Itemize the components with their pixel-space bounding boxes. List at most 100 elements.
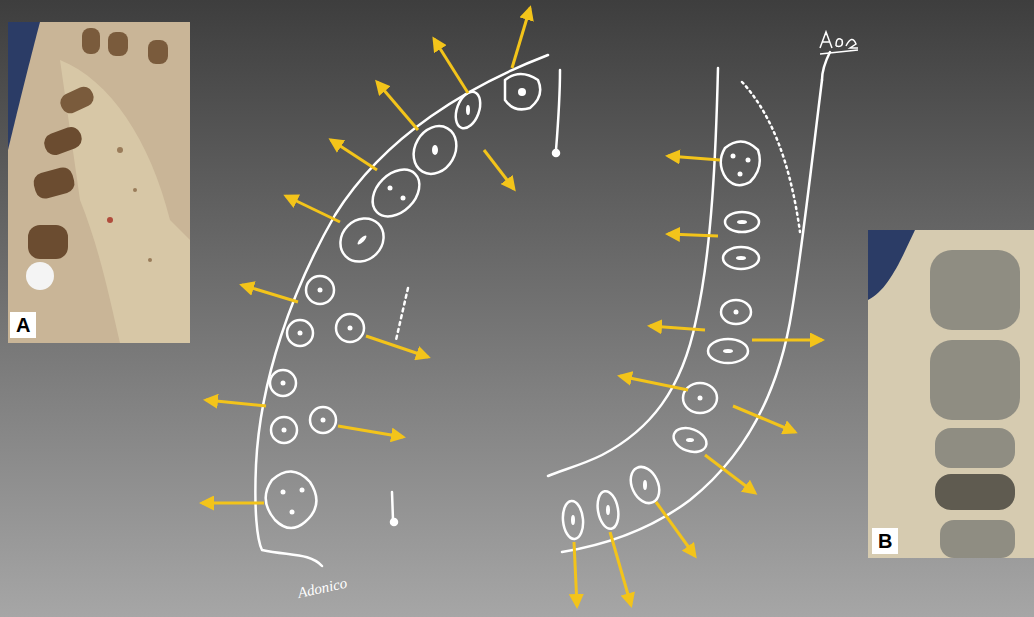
illustration-part: [401, 196, 406, 201]
illustration-part: [930, 250, 1020, 330]
illustration-part: [606, 505, 610, 515]
illustration-part: [117, 147, 123, 153]
illustration-part: [310, 407, 336, 433]
illustration-part: [338, 426, 403, 437]
illustration-part: [650, 326, 705, 330]
illustration-part: [610, 532, 631, 605]
illustration-part: [930, 340, 1020, 420]
illustration-part: [935, 428, 1015, 468]
illustration-part: [708, 339, 748, 363]
illustration-part: [202, 502, 264, 505]
illustration-part: [133, 188, 137, 192]
illustration-part: [434, 39, 468, 93]
illustration-part: [363, 160, 428, 225]
illustration-part: [731, 154, 736, 159]
illustration-part: [281, 490, 286, 495]
illustration-part: [270, 370, 296, 396]
illustration-part: [668, 156, 720, 160]
illustration-part: [286, 196, 340, 222]
illustration-part: [28, 225, 68, 259]
illustration-part: [391, 519, 397, 525]
illustration-part: [298, 331, 303, 336]
illustration-part: [290, 510, 295, 515]
illustration-part: [940, 520, 1015, 558]
upper-arch: [255, 55, 560, 566]
illustration-part: [620, 376, 688, 390]
illustration-part: [356, 234, 367, 245]
illustration-part: [721, 141, 760, 185]
illustration-part: [656, 502, 695, 556]
illustration-part: [348, 326, 353, 331]
illustration-part: [26, 262, 54, 290]
illustration-part: [738, 172, 743, 177]
illustration-part: [705, 455, 755, 493]
illustration-part: [336, 314, 364, 342]
illustration-part: [300, 488, 305, 493]
illustration-part: [571, 515, 575, 525]
illustration-part: [562, 80, 822, 552]
illustration-part: [574, 542, 577, 606]
illustration-part: [686, 438, 694, 442]
illustration-part: [742, 82, 800, 232]
illustration-part: [736, 256, 746, 260]
signature: Adonico: [296, 575, 348, 602]
illustration-part: [432, 145, 438, 155]
illustration-part: [561, 500, 584, 540]
illustration-part: [737, 220, 747, 224]
photo-mandible: [868, 230, 1034, 558]
illustration-part: [734, 310, 739, 315]
illustration-part: [271, 417, 297, 443]
illustration-part: [242, 285, 298, 302]
illustration-part: [206, 400, 266, 406]
illustration-part: [505, 74, 540, 109]
illustration-part: [321, 418, 326, 423]
illustration-part: [8, 22, 190, 343]
illustration-part: [8, 22, 190, 343]
illustration-part: [752, 339, 822, 342]
illustration-part: [377, 82, 418, 130]
illustration-part: [698, 396, 703, 401]
illustration-part: [148, 258, 152, 262]
illustration-part: [41, 124, 84, 158]
illustration-part: [484, 150, 514, 189]
illustration-part: [255, 55, 548, 566]
illustration-part: [643, 480, 647, 490]
illustration-part: [388, 186, 393, 191]
signature-scribble: [820, 32, 858, 54]
illustration-part: [723, 349, 733, 353]
force-arrows: [202, 8, 822, 606]
illustration-part: [451, 88, 485, 131]
illustration-part: [148, 40, 168, 64]
illustration-part: [332, 210, 393, 271]
illustration-part: [556, 70, 560, 150]
photo-maxilla: [8, 22, 190, 343]
illustration-part: [57, 84, 96, 116]
illustration-part: [281, 381, 286, 386]
illustration-part: [396, 288, 408, 340]
illustration-part: [266, 471, 317, 528]
illustration-part: [466, 105, 470, 115]
illustration-part: [108, 32, 128, 56]
illustration-part: [868, 230, 1034, 558]
illustration-part: [282, 428, 287, 433]
panel-letter: A: [10, 312, 36, 338]
illustration-part: [107, 217, 113, 223]
illustration-part: [392, 492, 393, 520]
illustration-part: [733, 406, 795, 432]
panel-letter: B: [872, 528, 898, 554]
illustration-part: [868, 230, 1034, 558]
illustration-part: [625, 462, 665, 507]
illustration-part: [318, 288, 323, 293]
illustration-part: [935, 474, 1015, 510]
illustration-part: [683, 383, 717, 413]
illustration-part: [725, 212, 759, 232]
illustration-part: [595, 490, 621, 531]
illustration-part: [746, 158, 751, 163]
illustration-part: [512, 8, 530, 68]
illustration-part: [331, 140, 377, 170]
illustration-part: [670, 424, 709, 456]
illustration-part: [723, 247, 759, 269]
